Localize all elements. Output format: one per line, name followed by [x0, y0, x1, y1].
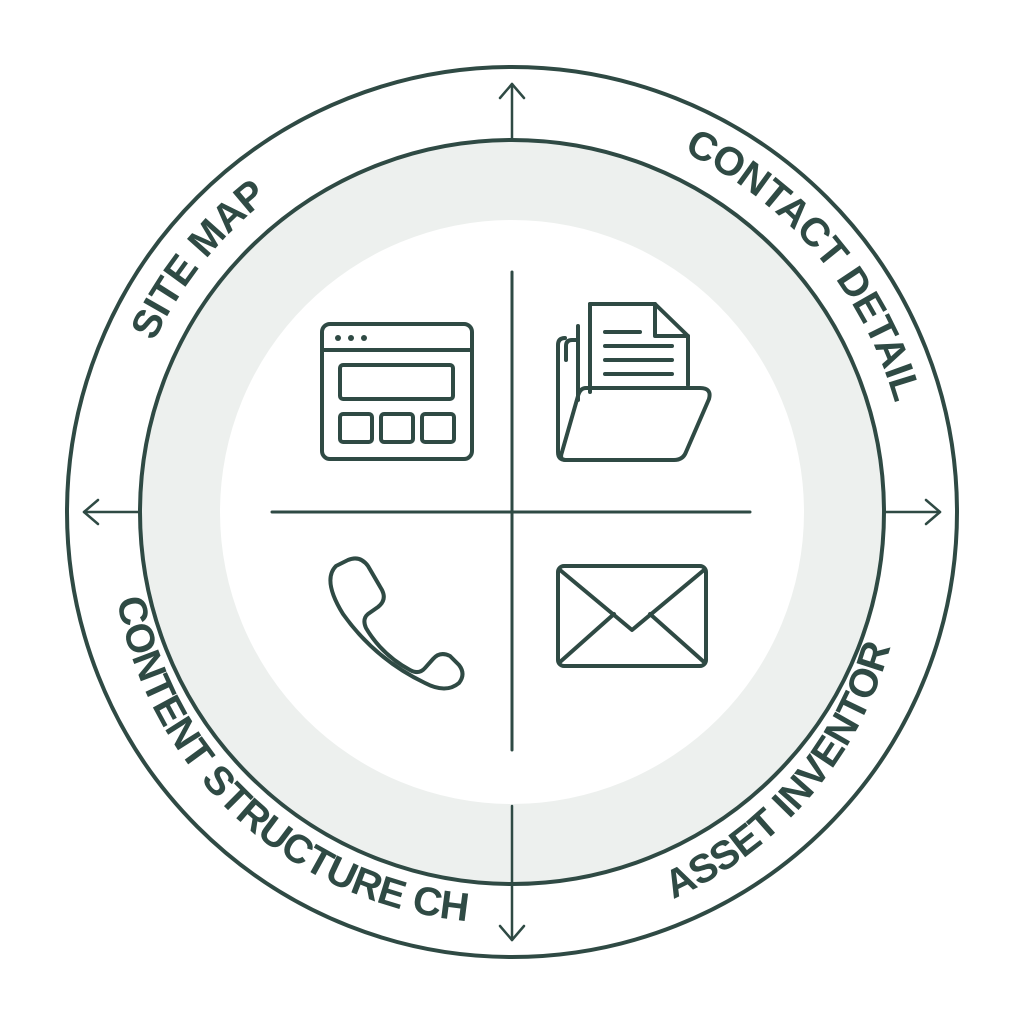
quadrant-dividers: [270, 270, 752, 752]
arrow-left-icon: [82, 498, 140, 526]
arrow-down-icon: [498, 804, 526, 942]
arrow-up-icon: [498, 82, 526, 140]
direction-arrows: [82, 82, 942, 942]
phone-icon: [328, 556, 465, 691]
arrow-right-icon: [884, 498, 942, 526]
document-folder-icon: [556, 302, 712, 462]
browser-window-icon: [320, 322, 474, 461]
envelope-icon: [556, 564, 708, 668]
